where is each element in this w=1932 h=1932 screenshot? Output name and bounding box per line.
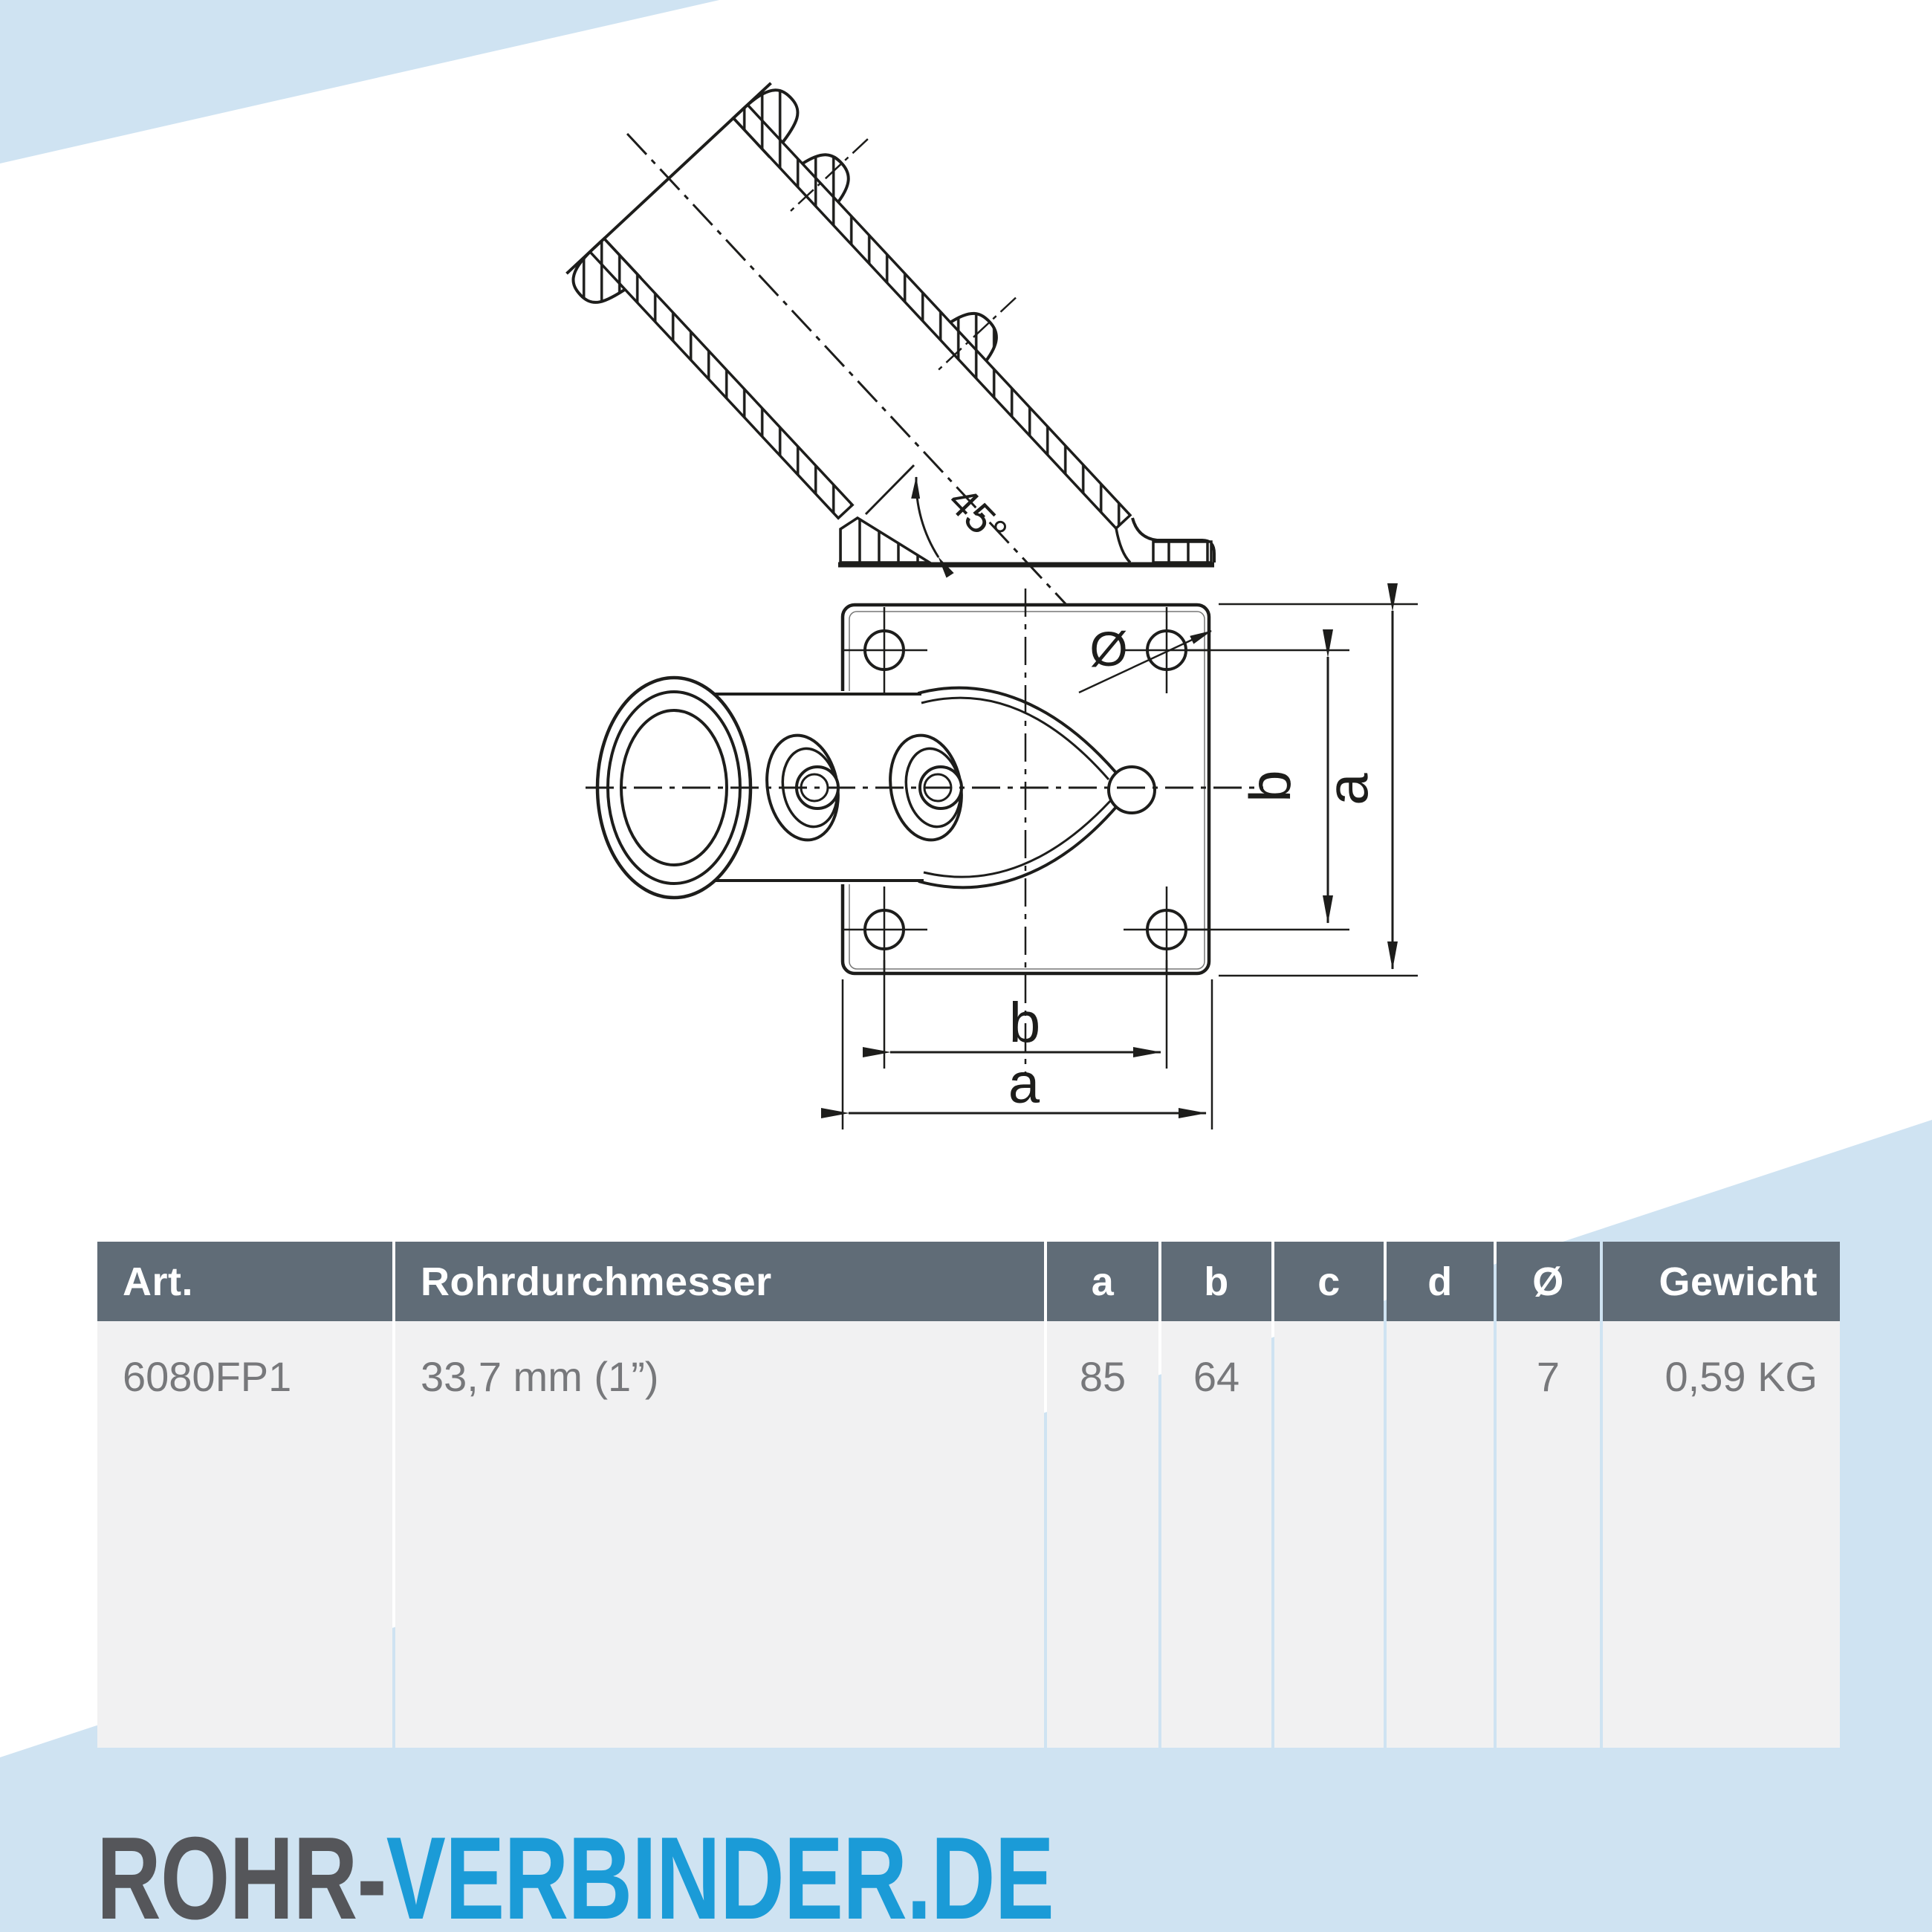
header-a: a — [1047, 1242, 1158, 1321]
spec-table-header-row: Art. Rohrdurchmesser a b c d Ø Gewicht — [97, 1242, 1840, 1321]
cell-diameter: 7 — [1497, 1321, 1600, 1748]
top-blue-band — [0, 0, 719, 163]
cell-d — [1387, 1321, 1494, 1748]
logo-part-verbinder: VERBINDER.DE — [386, 1813, 1054, 1932]
logo-part-rohr: ROHR- — [97, 1813, 387, 1932]
dome-tip-circle — [1107, 765, 1156, 814]
set-screw-boss-1 — [765, 733, 840, 842]
cell-b: 64 — [1161, 1321, 1271, 1748]
cell-c — [1274, 1321, 1384, 1748]
header-art: Art. — [97, 1242, 392, 1321]
header-c: c — [1274, 1242, 1384, 1321]
header-d: d — [1387, 1242, 1494, 1321]
header-b: b — [1161, 1242, 1271, 1321]
spec-table: Art. Rohrdurchmesser a b c d Ø Gewicht 6… — [97, 1242, 1840, 1748]
header-diameter: Ø — [1497, 1242, 1600, 1321]
header-gewicht: Gewicht — [1603, 1242, 1840, 1321]
cell-a: 85 — [1047, 1321, 1158, 1748]
flange-holes — [841, 607, 1210, 973]
dim-a-bottom-label: a — [1008, 1052, 1040, 1115]
spec-table-data-row: 6080FP1 33,7 mm (1”) 85 64 7 0,59 KG — [97, 1321, 1840, 1748]
cell-gewicht: 0,59 KG — [1603, 1321, 1840, 1748]
pipe-centerline — [626, 133, 1070, 609]
front-view-drawing: Ø b a b a — [586, 583, 1418, 1129]
dim-b-right-label: b — [1237, 770, 1303, 802]
diameter-label: Ø — [1089, 621, 1127, 676]
cell-art: 6080FP1 — [97, 1321, 392, 1748]
dim-a-right-label: a — [1315, 773, 1380, 805]
header-rohrdurchmesser: Rohrdurchmesser — [395, 1242, 1044, 1321]
angled-pipe-section-drawing: 45° — [565, 82, 1216, 609]
rohr-verbinder-logo[interactable]: ROHR-VERBINDER.DE — [97, 1812, 1054, 1932]
angle-label: 45° — [939, 477, 1017, 555]
cell-rohrdurchmesser: 33,7 mm (1”) — [395, 1321, 1044, 1748]
dim-b-bottom-label: b — [1009, 991, 1040, 1054]
